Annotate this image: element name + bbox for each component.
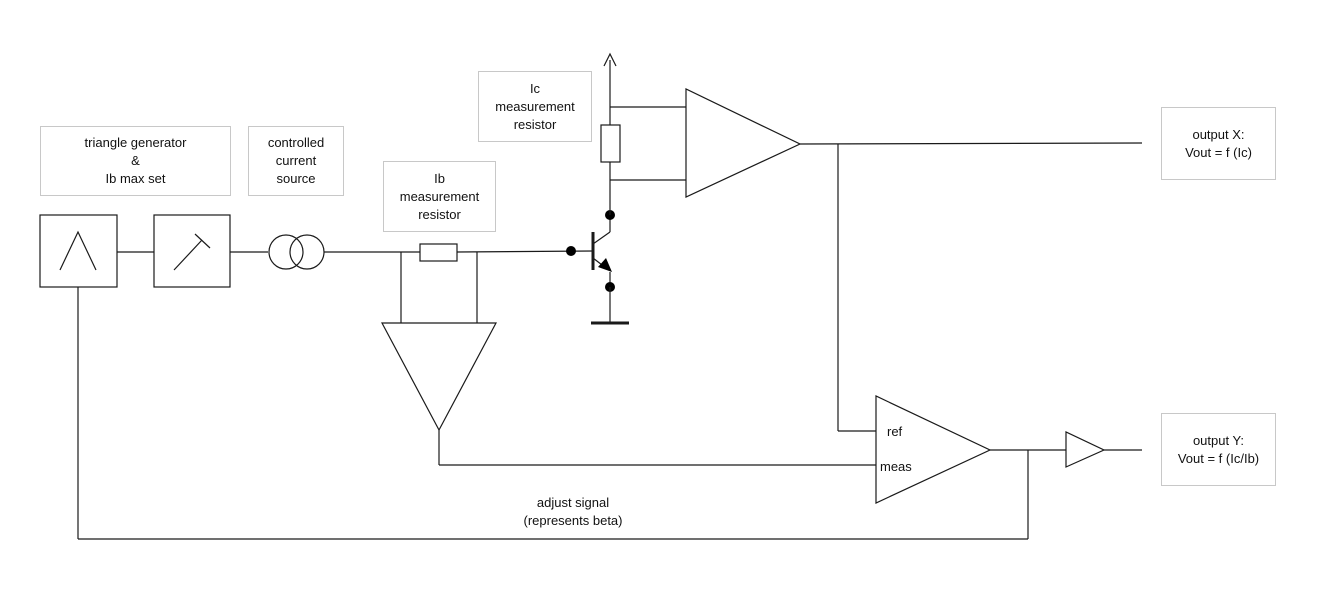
comparator-amplifier bbox=[875, 395, 992, 504]
base-node-dot bbox=[566, 246, 576, 256]
output-y-label-line1: output Y: bbox=[1192, 432, 1245, 448]
transistor-collector-leg bbox=[592, 231, 611, 245]
output-x-label-line2: Vout = f (Ic) bbox=[1185, 144, 1252, 160]
triangle-generator-label-line3: Ib max set bbox=[105, 171, 166, 186]
wire-output-x bbox=[799, 142, 1143, 145]
limiter-symbol bbox=[173, 239, 203, 271]
ib-resistor-label-line3: resistor bbox=[418, 206, 461, 222]
adjust-signal-label: adjust signal (represents beta) bbox=[500, 494, 646, 530]
current-source-circle-left bbox=[268, 234, 304, 270]
limiter-symbol-cap bbox=[194, 233, 211, 249]
ib-resistor-label: Ib measurement resistor bbox=[383, 161, 496, 232]
output-y-label-line2: Vout = f (Ic/Ib) bbox=[1177, 450, 1260, 466]
ib-resistor-label-line2: measurement bbox=[399, 188, 480, 204]
ic-measurement-resistor bbox=[600, 124, 621, 163]
triangle-generator-block bbox=[39, 214, 118, 288]
current-source-label-line1: controlled bbox=[267, 135, 325, 150]
transistor-emitter-arrow bbox=[598, 258, 612, 272]
triangle-generator-label-line2: & bbox=[131, 153, 140, 168]
triangle-generator-label: triangle generator & Ib max set bbox=[40, 126, 231, 196]
output-buffer bbox=[1065, 431, 1106, 468]
triangle-generator-label-line1: triangle generator bbox=[84, 135, 187, 150]
output-x-label-line1: output X: bbox=[1192, 126, 1245, 142]
ic-resistor-label-line2: measurement bbox=[495, 98, 575, 114]
triangle-wave-symbol bbox=[59, 230, 97, 271]
output-y-label: output Y: Vout = f (Ic/Ib) bbox=[1161, 413, 1276, 486]
ic-resistor-label-line3: resistor bbox=[513, 116, 557, 132]
output-x-label: output X: Vout = f (Ic) bbox=[1161, 107, 1276, 180]
ic-resistor-label-line1: Ic bbox=[529, 80, 541, 96]
controlled-current-source-label: controlled current source bbox=[248, 126, 344, 196]
supply-arrow bbox=[603, 52, 617, 67]
current-source-label-line2: current bbox=[275, 153, 317, 168]
ib-amplifier bbox=[381, 322, 497, 432]
current-source-circle-right bbox=[289, 234, 325, 270]
adjust-signal-label-line2: (represents beta) bbox=[523, 513, 623, 528]
current-source-label-line3: source bbox=[276, 171, 316, 186]
ic-amplifier bbox=[685, 88, 802, 198]
comparator-meas-label: meas bbox=[880, 459, 912, 474]
ib-resistor-label-line1: Ib bbox=[434, 170, 445, 186]
ib-measurement-resistor bbox=[419, 243, 458, 262]
adjust-signal-label-line1: adjust signal bbox=[536, 495, 610, 510]
comparator-ref-label: ref bbox=[887, 424, 903, 439]
ic-resistor-label: Ic measurement resistor bbox=[478, 71, 592, 142]
